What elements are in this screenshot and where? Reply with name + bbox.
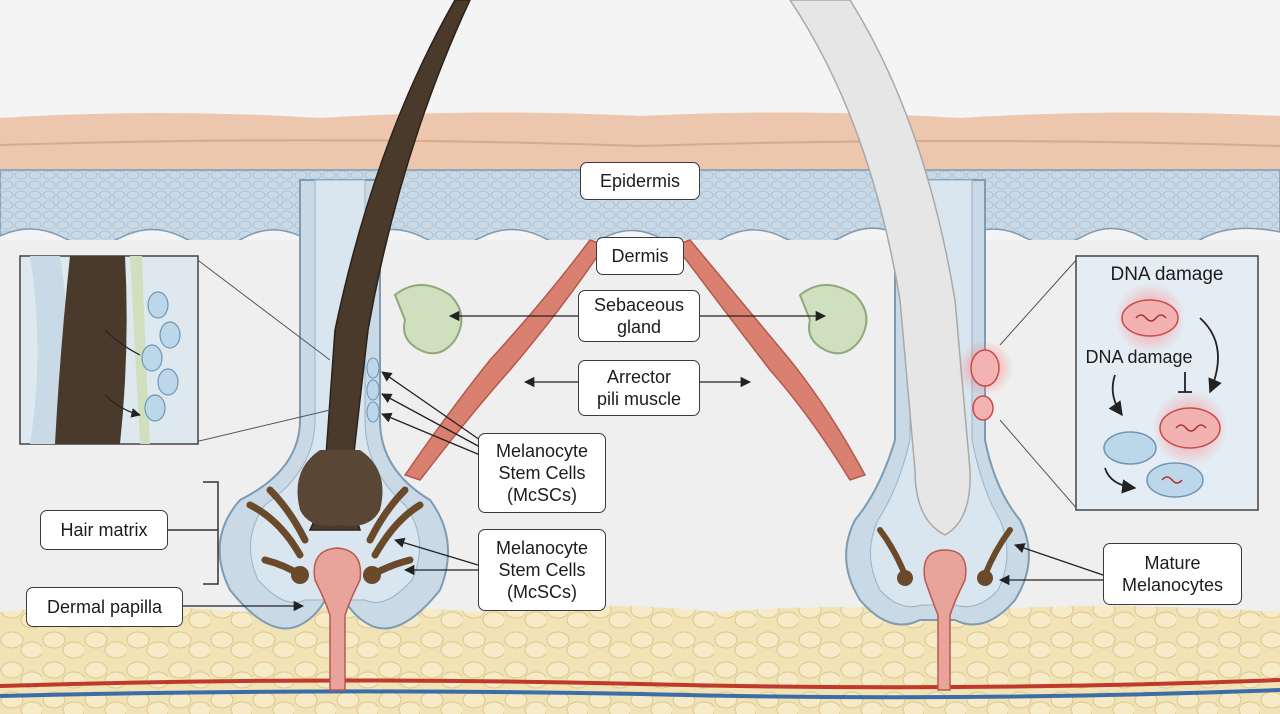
- dna-cell-right: [1159, 407, 1221, 449]
- artery: [0, 678, 1280, 690]
- sebaceous-gland-left: [393, 284, 463, 355]
- dna-inset-mid-label: DNA damage: [1085, 347, 1193, 367]
- vein: [0, 688, 1280, 700]
- subcutaneous-fat: [0, 606, 1280, 714]
- stratum-corneum: [0, 112, 1280, 175]
- leader-lines: [183, 310, 1104, 612]
- label-mcsc-lower: Melanocyte Stem Cells (McSCs): [478, 529, 606, 611]
- dark-hair-shaft: [308, 0, 471, 531]
- label-mature-melanocytes: Mature Melanocytes: [1103, 543, 1242, 605]
- right-follicle: [789, 0, 1030, 691]
- damaged-cell-upper: [970, 349, 1000, 387]
- dna-cell-top: [1121, 299, 1179, 337]
- label-epidermis: Epidermis: [580, 162, 700, 200]
- melanocytes-left: [246, 486, 424, 579]
- arrector-pili-left: [403, 239, 607, 481]
- sebaceous-gland-right: [798, 284, 868, 355]
- arrector-pili-right: [673, 239, 867, 481]
- label-hair-matrix: Hair matrix: [40, 510, 168, 550]
- stem-cell-differentiating: [1146, 462, 1204, 498]
- left-follicle: [218, 0, 471, 691]
- label-sebaceous-gland: Sebaceous gland: [578, 290, 700, 342]
- dermal-papilla-left: [313, 547, 362, 691]
- label-dermis: Dermis: [596, 237, 684, 275]
- label-dermal-papilla: Dermal papilla: [26, 587, 183, 627]
- hair-matrix-bracket: [203, 481, 219, 585]
- label-mcsc-upper: Melanocyte Stem Cells (McSCs): [478, 433, 606, 513]
- dna-inset-title: DNA damage: [1110, 264, 1224, 285]
- dermal-papilla-right: [923, 549, 967, 691]
- white-hair-shaft: [789, 0, 971, 536]
- label-arrector-pili: Arrector pili muscle: [578, 360, 700, 416]
- zoom-inset-left: [19, 255, 331, 445]
- dna-inset: [999, 255, 1259, 511]
- stem-cell-normal: [1103, 431, 1157, 465]
- damaged-cell-lower: [972, 395, 994, 421]
